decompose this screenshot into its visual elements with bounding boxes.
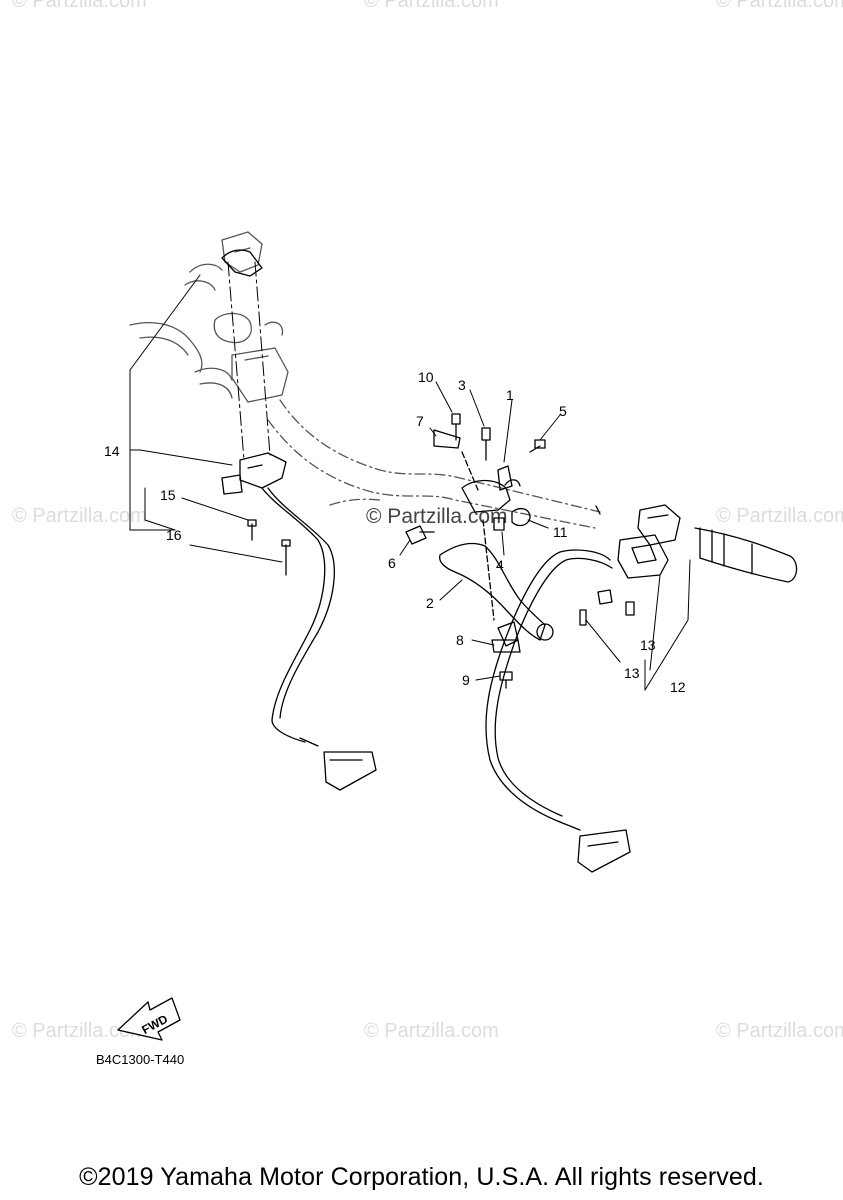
watermark: © Partzilla.com bbox=[716, 0, 843, 12]
handlebar bbox=[267, 399, 601, 529]
callout: 7 bbox=[416, 413, 424, 429]
callout: 1 bbox=[506, 387, 514, 403]
fwd-arrow-icon bbox=[117, 997, 181, 1041]
callout: 9 bbox=[462, 672, 470, 688]
callout: 11 bbox=[553, 524, 568, 540]
callout: 16 bbox=[166, 527, 182, 543]
watermark: © Partzilla.com bbox=[364, 1020, 499, 1042]
watermark: © Partzilla.com bbox=[716, 1020, 843, 1042]
watermark: © Partzilla.com bbox=[12, 0, 147, 12]
watermark: © Partzilla.com bbox=[366, 505, 508, 528]
callout: 3 bbox=[458, 377, 466, 393]
callout: 2 bbox=[426, 595, 434, 611]
watermark: © Partzilla.com bbox=[12, 1020, 147, 1042]
watermark: © Partzilla.com bbox=[12, 505, 147, 527]
watermark: © Partzilla.com bbox=[716, 505, 843, 527]
callout: 13 bbox=[624, 665, 640, 681]
callout: 5 bbox=[559, 403, 567, 419]
copyright-notice: ©2019 Yamaha Motor Corporation, U.S.A. A… bbox=[79, 1163, 764, 1191]
callout-labels: 1 2 3 4 5 6 7 8 9 10 11 12 13 13 14 15 1… bbox=[104, 369, 686, 1037]
watermark: © Partzilla.com bbox=[364, 0, 499, 12]
callout: 10 bbox=[418, 369, 434, 385]
left-controls-phantom bbox=[129, 231, 289, 403]
callout: 13 bbox=[640, 637, 656, 653]
callout: 12 bbox=[670, 679, 686, 695]
callout: 15 bbox=[160, 487, 176, 503]
brake-lever-assembly bbox=[405, 413, 554, 689]
left-switch-assembly bbox=[221, 249, 377, 791]
callout: 6 bbox=[388, 555, 396, 571]
diagram-code: B4C1300-T440 bbox=[96, 1052, 185, 1067]
right-switch-assembly bbox=[485, 504, 798, 873]
callout: 8 bbox=[456, 632, 464, 648]
callout: 14 bbox=[104, 443, 120, 459]
callout: 4 bbox=[496, 557, 504, 573]
leader-lines bbox=[129, 274, 691, 691]
